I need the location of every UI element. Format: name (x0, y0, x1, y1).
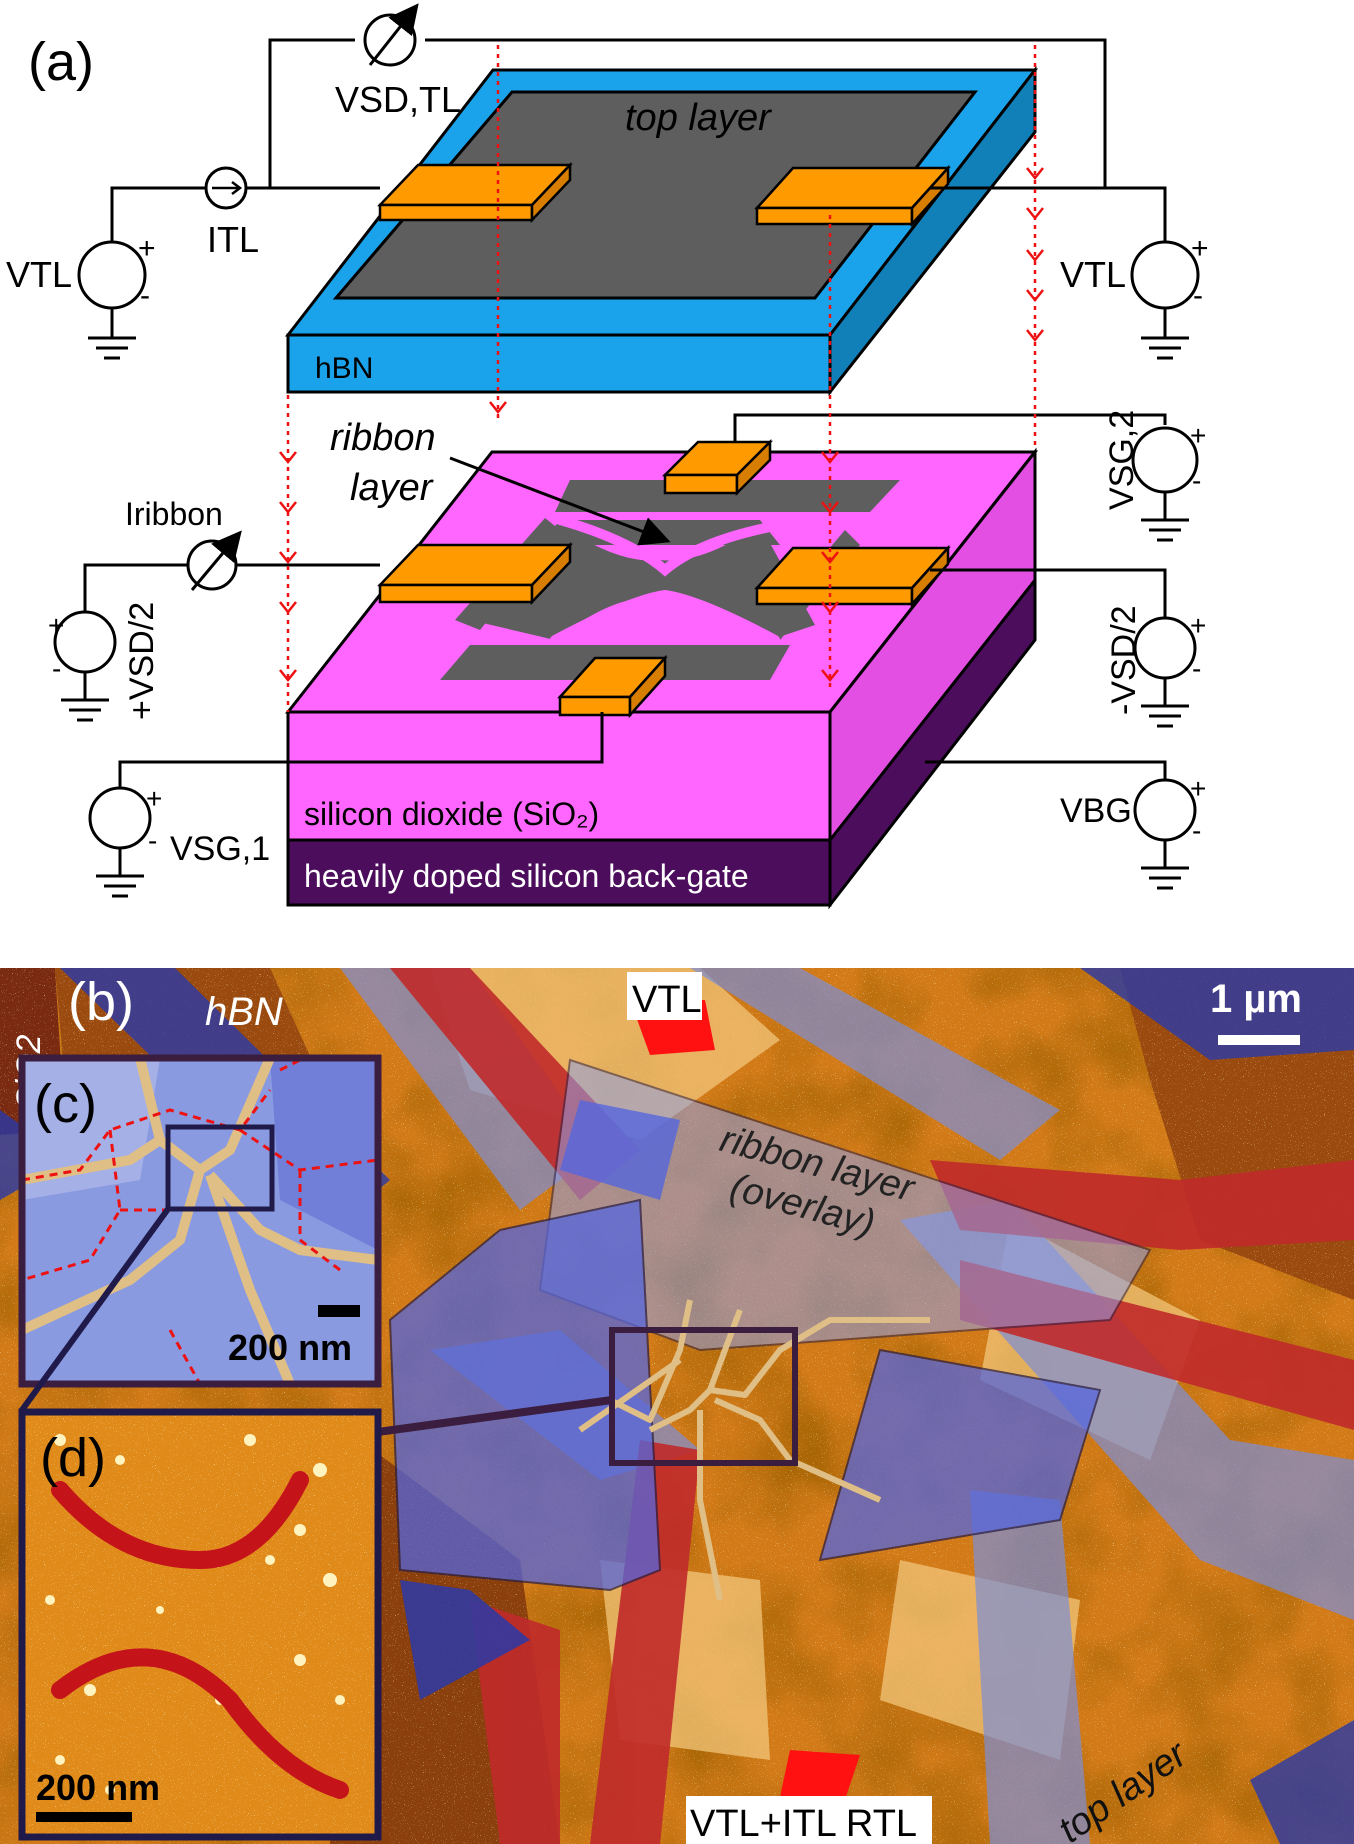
zoom-box-b (609, 1327, 798, 1466)
inset-c-traces (22, 1058, 378, 1384)
panel-a: (a) hBN top layer (6, 3, 1209, 910)
vsd-tl-label: VSD,TL (335, 79, 461, 120)
zoom-connector-b (377, 1396, 613, 1436)
inset-d-frame (18, 1408, 382, 1841)
voltage-source-plus-vsd2: + - (48, 610, 117, 722)
top-layer-circuit (110, 38, 1167, 338)
hbn-label: hBN (315, 352, 373, 385)
svg-text:+: + (1190, 420, 1206, 451)
ribbon-pointer-arrow (449, 456, 671, 546)
panel-a-label: (a) (28, 32, 94, 92)
top-contact-left (377, 161, 573, 224)
backgate-label: heavily doped silicon back-gate (304, 858, 749, 894)
inset-d-dots (45, 1434, 345, 1795)
vsg2-label: VSG,2 (1103, 410, 1141, 510)
panel-c: 200 nm (c) (18, 1054, 382, 1388)
scale-bar-c (318, 1305, 360, 1317)
scale-bar-d (36, 1812, 132, 1822)
vtl-left-label: VTL (6, 254, 72, 295)
ribbon-pad-left (388, 1198, 662, 1592)
inset-d-ribbon-lower (51, 1648, 349, 1799)
svg-text:+: + (1190, 610, 1206, 641)
voltage-source-vtl-left: + - (77, 232, 156, 360)
vtl-afm-label: VTL (632, 979, 702, 1021)
panel-c-label: (c) (34, 1074, 97, 1134)
ribbon-circuit (83, 413, 1167, 876)
top-layer-graphene (332, 90, 979, 300)
inset-c-zoom-box (165, 1124, 275, 1212)
ribbon-pad-top (560, 1100, 680, 1200)
svg-text:-: - (1193, 279, 1203, 312)
inset-d-ribbon-upper (51, 1471, 309, 1570)
top-layer-label: top layer (625, 97, 772, 139)
scale-bar-d-label: 200 nm (36, 1767, 160, 1808)
svg-text:+: + (146, 783, 162, 814)
hbn-afm-label: hBN (205, 990, 283, 1034)
alignment-guides (286, 45, 1037, 712)
inset-c-blue-region (270, 1058, 378, 1250)
voltmeter-vsd-tl (363, 3, 419, 67)
zoom-connector-c (19, 1207, 171, 1412)
svg-text:-: - (1192, 465, 1201, 496)
bottom-label: VTL+ITL RTL (690, 1803, 917, 1844)
ribbon-constriction (550, 515, 785, 645)
ribbon-label-line1: ribbon (330, 417, 436, 459)
ribbon-pad-bottom-left (400, 1580, 530, 1700)
voltage-source-minus-vsd2: + - (1133, 610, 1206, 728)
ribbon-contact-top (661, 438, 774, 497)
svg-text:+: + (48, 610, 64, 641)
svg-text:-: - (1192, 815, 1201, 846)
voltage-source-vsg1: + - (88, 783, 162, 898)
ribbon-label-line2: layer (350, 467, 434, 509)
inset-c-grain-boundaries (22, 1058, 378, 1384)
current-source-itl (204, 166, 248, 210)
sio2-label: silicon dioxide (SiO₂) (304, 796, 599, 832)
ribbon-contact-left (377, 541, 573, 606)
svg-text:+: + (1190, 773, 1206, 804)
vsg1-label: VSG,1 (170, 830, 270, 868)
ribbon-traces (578, 1299, 930, 1601)
vtl-right-label: VTL (1060, 254, 1126, 295)
voltage-source-vbg: + - (1133, 773, 1206, 890)
svg-text:+: + (138, 232, 156, 265)
voltage-source-vtl-right: + - (1130, 232, 1209, 360)
ammeter-iribbon (186, 530, 242, 591)
top-contact-right (754, 164, 951, 228)
inset-d-texture (22, 1412, 378, 1837)
panel-b-label: (b) (68, 972, 134, 1032)
ribbon-contact-right (754, 544, 951, 608)
svg-text:-: - (52, 653, 61, 684)
scale-bar-b (1218, 1035, 1300, 1045)
voltage-source-vsg2: + - (1131, 420, 1206, 542)
inset-c-frame (18, 1054, 382, 1388)
iribbon-label: Iribbon (125, 496, 223, 532)
panel-d: 200 nm (d) (18, 1408, 382, 1841)
plus-vsd2-label: +VSD/2 (123, 602, 161, 720)
bottom-label-bg (686, 1796, 932, 1844)
itl-label: ITL (207, 219, 259, 260)
ribbon-pad-right (818, 1348, 1102, 1562)
panel-b: (b) hBN SiO2 VTL 1 µm ribbon layer (over… (0, 968, 1354, 1844)
scale-bar-b-label: 1 µm (1210, 977, 1302, 1021)
vtl-label-bg (627, 972, 702, 1020)
svg-text:-: - (148, 825, 157, 856)
ribbon-contact-bottom (557, 654, 668, 719)
svg-text:-: - (140, 279, 150, 312)
panel-d-label: (d) (40, 1428, 106, 1488)
alignment-chevrons (279, 167, 1044, 683)
svg-text:+: + (1191, 232, 1209, 265)
minus-vsd2-label: -VSD/2 (1105, 605, 1143, 715)
vbg-label: VBG (1060, 792, 1132, 830)
scale-bar-c-label: 200 nm (228, 1327, 352, 1368)
svg-text:-: - (1192, 653, 1201, 684)
